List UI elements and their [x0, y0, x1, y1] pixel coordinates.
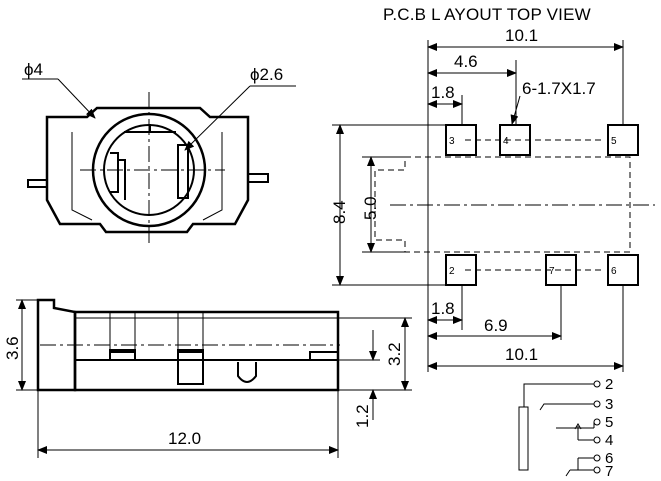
- pin-6-label: 6: [605, 450, 613, 467]
- pin-7-terminal: [593, 466, 601, 474]
- dim-1-8-bottom: 1.8: [431, 299, 455, 318]
- dim-4-6: 4.6: [454, 52, 478, 71]
- right-solder-tab: [248, 173, 269, 183]
- pad-6-label: 6: [611, 266, 617, 277]
- dim-5-0: 5.0: [361, 196, 380, 220]
- dim-6-9: 6.9: [484, 316, 508, 335]
- side-view: 3.6 3.2 1.2 12.0: [3, 298, 412, 458]
- side-view-notch: [237, 362, 257, 383]
- pin-7-label: 7: [605, 463, 613, 480]
- schematic-wire-7: [565, 458, 594, 477]
- dim-12-0: 12.0: [168, 429, 201, 448]
- schematic-wire-3: [539, 403, 594, 411]
- pin-4-label: 4: [605, 432, 613, 449]
- outer-diameter-label: ϕ4: [24, 60, 43, 79]
- schematic-sleeve: [518, 406, 529, 471]
- dim-3-2: 3.2: [385, 342, 404, 366]
- side-view-bottom-step: [109, 349, 338, 360]
- pad-5-label: 5: [611, 136, 617, 147]
- schematic-wire-4: [574, 423, 594, 441]
- pin-3-terminal: [593, 400, 601, 408]
- pin-schematic: 2 3 5 4 6 7: [518, 376, 613, 480]
- pad-4-label: 4: [503, 136, 509, 147]
- pin-3-label: 3: [605, 396, 613, 413]
- dim-8-4: 8.4: [330, 200, 349, 224]
- pin-4-terminal: [593, 436, 601, 444]
- dim-10-1-bottom: 10.1: [505, 345, 538, 364]
- contact-spring-right: [177, 144, 189, 199]
- dim-10-1-top: 10.1: [505, 26, 538, 45]
- pin-5-label: 5: [605, 414, 613, 431]
- pin-6-terminal: [593, 454, 601, 462]
- side-view-slot: [109, 312, 204, 350]
- pad-size-label: 6-1.7X1.7: [522, 79, 596, 98]
- pad-4: [499, 124, 531, 156]
- outer-diameter-arrow: [57, 78, 96, 119]
- contact-spring-left: [110, 152, 126, 200]
- pin-2-label: 2: [605, 376, 613, 393]
- dim-1-2: 1.2: [353, 404, 372, 428]
- top-view-inner-outline: [71, 132, 223, 221]
- dim-3-6: 3.6: [3, 336, 22, 360]
- side-view-terminal-a: [109, 351, 136, 361]
- contact-top: [124, 124, 176, 133]
- pad-2-label: 2: [449, 266, 455, 277]
- pin-2-terminal: [593, 380, 601, 388]
- pad-3-label: 3: [449, 136, 455, 147]
- left-solder-tab: [27, 179, 47, 188]
- top-view-body-outline: [45, 106, 250, 234]
- view-title: P.C.B L AYOUT TOP VIEW: [383, 5, 591, 24]
- pad-3: [445, 124, 477, 156]
- inner-diameter-label: ϕ2.6: [250, 65, 283, 84]
- side-view-terminal-b: [177, 351, 204, 385]
- pad-size-leader: [510, 95, 521, 125]
- pad-7-label: 7: [549, 266, 555, 277]
- dim-1-8-top: 1.8: [431, 83, 455, 102]
- schematic-wire-2: [523, 383, 594, 407]
- inner-diameter-arrow: [184, 85, 251, 151]
- pcb-layout: 3 4 5 2 7 6 10.1 4.6 6-1.7X1.7 1.8: [330, 26, 655, 372]
- pad-2: [445, 254, 477, 286]
- pin-5-terminal: [593, 418, 601, 426]
- top-view: ϕ4 ϕ2.6: [22, 60, 296, 245]
